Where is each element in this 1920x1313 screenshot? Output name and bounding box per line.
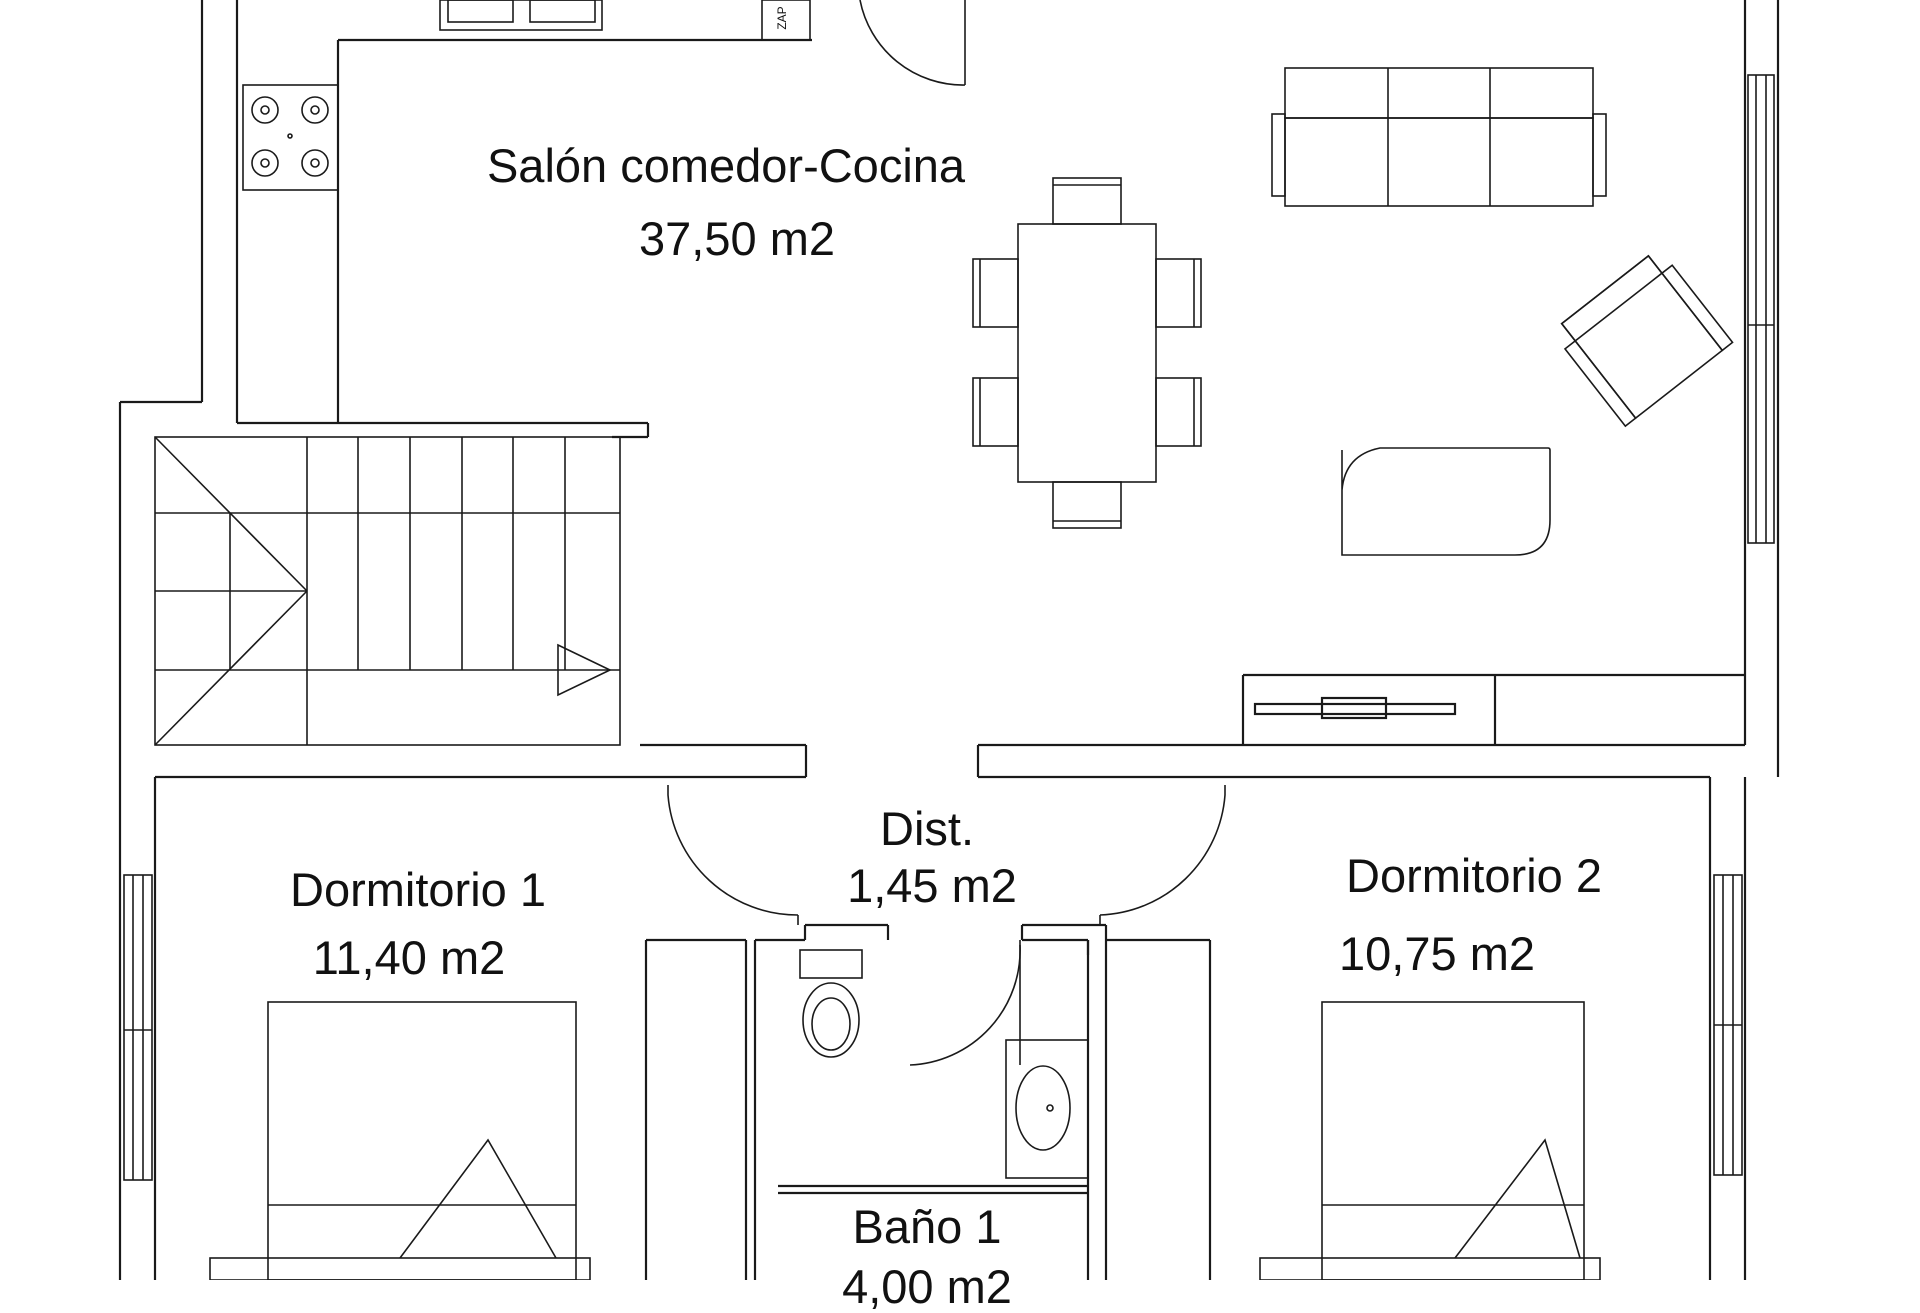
windows [123, 74, 1775, 1181]
room-name: Dist. [880, 802, 974, 855]
lounge-furniture [1271, 67, 1734, 556]
staircase [154, 436, 621, 746]
walls [118, 0, 1780, 1280]
room-area: 11,40 m2 [312, 931, 506, 984]
dining-set [972, 177, 1202, 529]
floor-plan: ZAP [118, 0, 1780, 1280]
room-area: 4,00 m2 [842, 1260, 1012, 1313]
room-name: Salón comedor-Cocina [486, 139, 966, 192]
kitchen-fixtures [242, 0, 811, 191]
beds [209, 1001, 1601, 1280]
room-area: 10,75 m2 [1339, 927, 1535, 980]
bathroom-fixtures [799, 949, 1089, 1179]
room-area: 37,50 m2 [639, 212, 835, 265]
fridge-label: ZAP [775, 6, 789, 29]
room-name: Dormitorio 2 [1346, 849, 1602, 902]
room-name: Baño 1 [852, 1200, 1002, 1253]
doors [667, 0, 1226, 1066]
room-area: 1,45 m2 [847, 859, 1017, 912]
room-name: Dormitorio 1 [290, 863, 546, 916]
